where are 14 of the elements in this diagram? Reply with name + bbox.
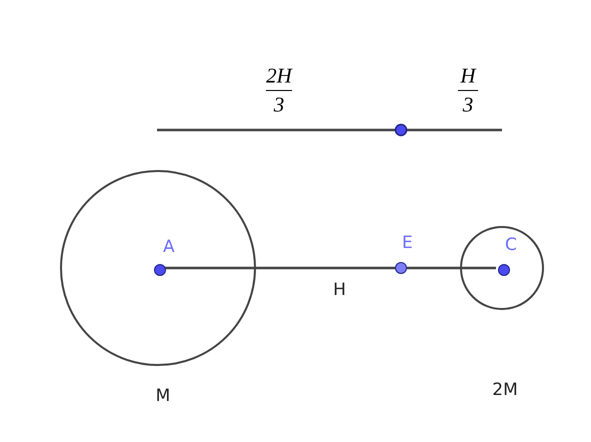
edge-label: H (333, 280, 346, 300)
fraction-numerator: 2H (266, 66, 292, 86)
point-label: E (402, 235, 413, 252)
mass-label: 2M (492, 380, 518, 400)
point-label: A (163, 239, 175, 256)
point-label: C (505, 237, 517, 254)
mass-label: M (156, 386, 170, 406)
fraction-denominator: 3 (462, 94, 474, 116)
line-segment (407, 266, 496, 270)
circle-outline (460, 226, 544, 310)
fraction-numerator: H (460, 66, 476, 86)
line-segment (164, 266, 395, 270)
circle-outline (60, 170, 256, 366)
fraction-denominator: 3 (274, 94, 284, 116)
